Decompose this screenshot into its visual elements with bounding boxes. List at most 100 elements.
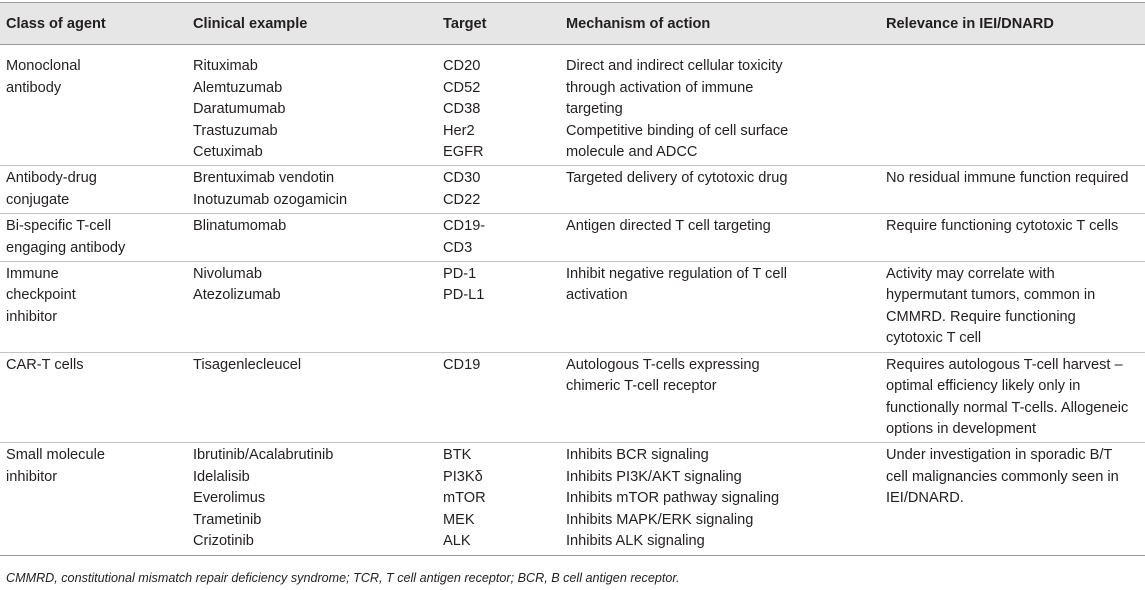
cell-line: EGFR <box>443 144 484 161</box>
cell-line: Ibrutinib/Acalabrutinib <box>193 447 334 464</box>
clinical-example-cell: Blinatumomab <box>187 213 437 263</box>
cell-line: Crizotinib <box>193 532 254 549</box>
cell-line: Activity may correlate with <box>886 266 1055 283</box>
cell-line: inhibitor <box>6 308 58 325</box>
cell-line: Inhibits mTOR pathway signaling <box>566 490 780 507</box>
cell-line: CD52 <box>443 79 481 96</box>
table-row: CAR-T cells Tisagenlecleucel CD19 Autologou… <box>0 352 1145 444</box>
class-of-agent-cell: CAR-T cells <box>0 352 187 444</box>
header-clinical-example: Clinical example <box>187 1 437 46</box>
agents-table: Class of agent Clinical example Target M… <box>0 1 1145 557</box>
cell-line: Inhibits ALK signaling <box>566 532 705 549</box>
cell-line: IEI/DNARD. <box>886 490 964 507</box>
cell-line: options in development <box>886 420 1037 437</box>
cell-line: hypermutant tumors, common in <box>886 287 1096 304</box>
mechanism-cell: Inhibit negative regulation of T cell act… <box>560 261 880 353</box>
mechanism-cell: Antigen directed T cell targeting <box>560 213 880 263</box>
cell-line: inhibitor <box>6 468 58 485</box>
table-row: Small molecule inhibitor Ibrutinib/Acalabr… <box>0 442 1145 557</box>
cell-line: CAR-T cells <box>6 356 84 373</box>
cell-line: Rituximab <box>193 58 258 75</box>
cell-line: Under investigation in sporadic B/T <box>886 447 1113 464</box>
cell-line: optimal efficiency likely only in <box>886 378 1081 395</box>
cell-line: Inhibits MAPK/ERK signaling <box>566 511 754 528</box>
cell-line: engaging antibody <box>6 239 126 256</box>
class-of-agent-cell: Small molecule inhibitor <box>0 442 187 557</box>
cell-line: MEK <box>443 511 475 528</box>
cell-line: Inotuzumab ozogamicin <box>193 191 348 208</box>
mechanism-cell: Targeted delivery of cytotoxic drug <box>560 165 880 215</box>
cell-line: CD3 <box>443 239 473 256</box>
table-row: Bi-specific T-cell engaging antibody Blina… <box>0 213 1145 263</box>
cell-line: Cetuximab <box>193 144 263 161</box>
target-cell: BTK PI3Kδ mTOR MEK ALK <box>437 442 560 557</box>
target-cell: CD19 <box>437 352 560 444</box>
cell-line: targeting <box>566 101 623 118</box>
cell-line: Brentuximab vendotin <box>193 170 335 187</box>
cell-line: Tisagenlecleucel <box>193 356 302 373</box>
cell-line: chimeric T-cell receptor <box>566 378 717 395</box>
cell-line: Blinatumomab <box>193 218 287 235</box>
cell-line: conjugate <box>6 191 70 208</box>
cell-line: Daratumumab <box>193 101 286 118</box>
table-footnote: CMMRD, constitutional mismatch repair de… <box>6 571 680 585</box>
cell-line: Small molecule <box>6 447 105 464</box>
cell-line: through activation of immune <box>566 79 754 96</box>
cell-line: CD22 <box>443 191 481 208</box>
cell-line: mTOR <box>443 490 486 507</box>
cell-line: Targeted delivery of cytotoxic drug <box>566 170 788 187</box>
cell-line: CMMRD. Require functioning <box>886 308 1076 325</box>
cell-line: Inhibit negative regulation of T cell <box>566 266 787 283</box>
cell-line: Nivolumab <box>193 266 262 283</box>
table-header-row: Class of agent Clinical example Target M… <box>0 1 1145 46</box>
cell-line: functionally normal T-cells. Allogeneic <box>886 399 1129 416</box>
cell-line: cell malignancies commonly seen in <box>886 468 1119 485</box>
relevance-cell: Requires autologous T-cell harvest –opti… <box>880 352 1145 444</box>
class-of-agent-cell: Monoclonal antibody <box>0 44 187 167</box>
cell-line: Everolimus <box>193 490 266 507</box>
relevance-cell <box>880 44 1145 167</box>
cell-line: PI3Kδ <box>443 468 483 485</box>
cell-line: checkpoint <box>6 287 76 304</box>
cell-line: BTK <box>443 447 472 464</box>
cell-line: Competitive binding of cell surface <box>566 122 789 139</box>
cell-line: cytotoxic T cell <box>886 330 982 347</box>
cell-line: ALK <box>443 532 471 549</box>
cell-line: antibody <box>6 79 62 96</box>
relevance-cell: No residual immune function required <box>880 165 1145 215</box>
cell-line: activation <box>566 287 628 304</box>
cell-line: Idelalisib <box>193 468 250 485</box>
cell-line: CD19- <box>443 218 486 235</box>
cell-line: PD-1 <box>443 266 477 283</box>
cell-line: CD38 <box>443 101 481 118</box>
cell-line: PD-L1 <box>443 287 485 304</box>
cell-line: Bi-specific T-cell <box>6 218 112 235</box>
class-of-agent-cell: Bi-specific T-cell engaging antibody <box>0 213 187 263</box>
cell-line: Trametinib <box>193 511 262 528</box>
cell-line: CD20 <box>443 58 481 75</box>
cell-line: Antigen directed T cell targeting <box>566 218 771 235</box>
cell-line: CD19 <box>443 356 481 373</box>
header-target: Target <box>437 1 560 46</box>
clinical-example-cell: Tisagenlecleucel <box>187 352 437 444</box>
cell-line: Monoclonal <box>6 58 81 75</box>
header-mechanism-of-action: Mechanism of action <box>560 1 880 46</box>
cell-line: Inhibits PI3K/AKT signaling <box>566 468 742 485</box>
cell-line: Inhibits BCR signaling <box>566 447 709 464</box>
cell-line: Trastuzumab <box>193 122 278 139</box>
cell-line: Alemtuzumab <box>193 79 283 96</box>
